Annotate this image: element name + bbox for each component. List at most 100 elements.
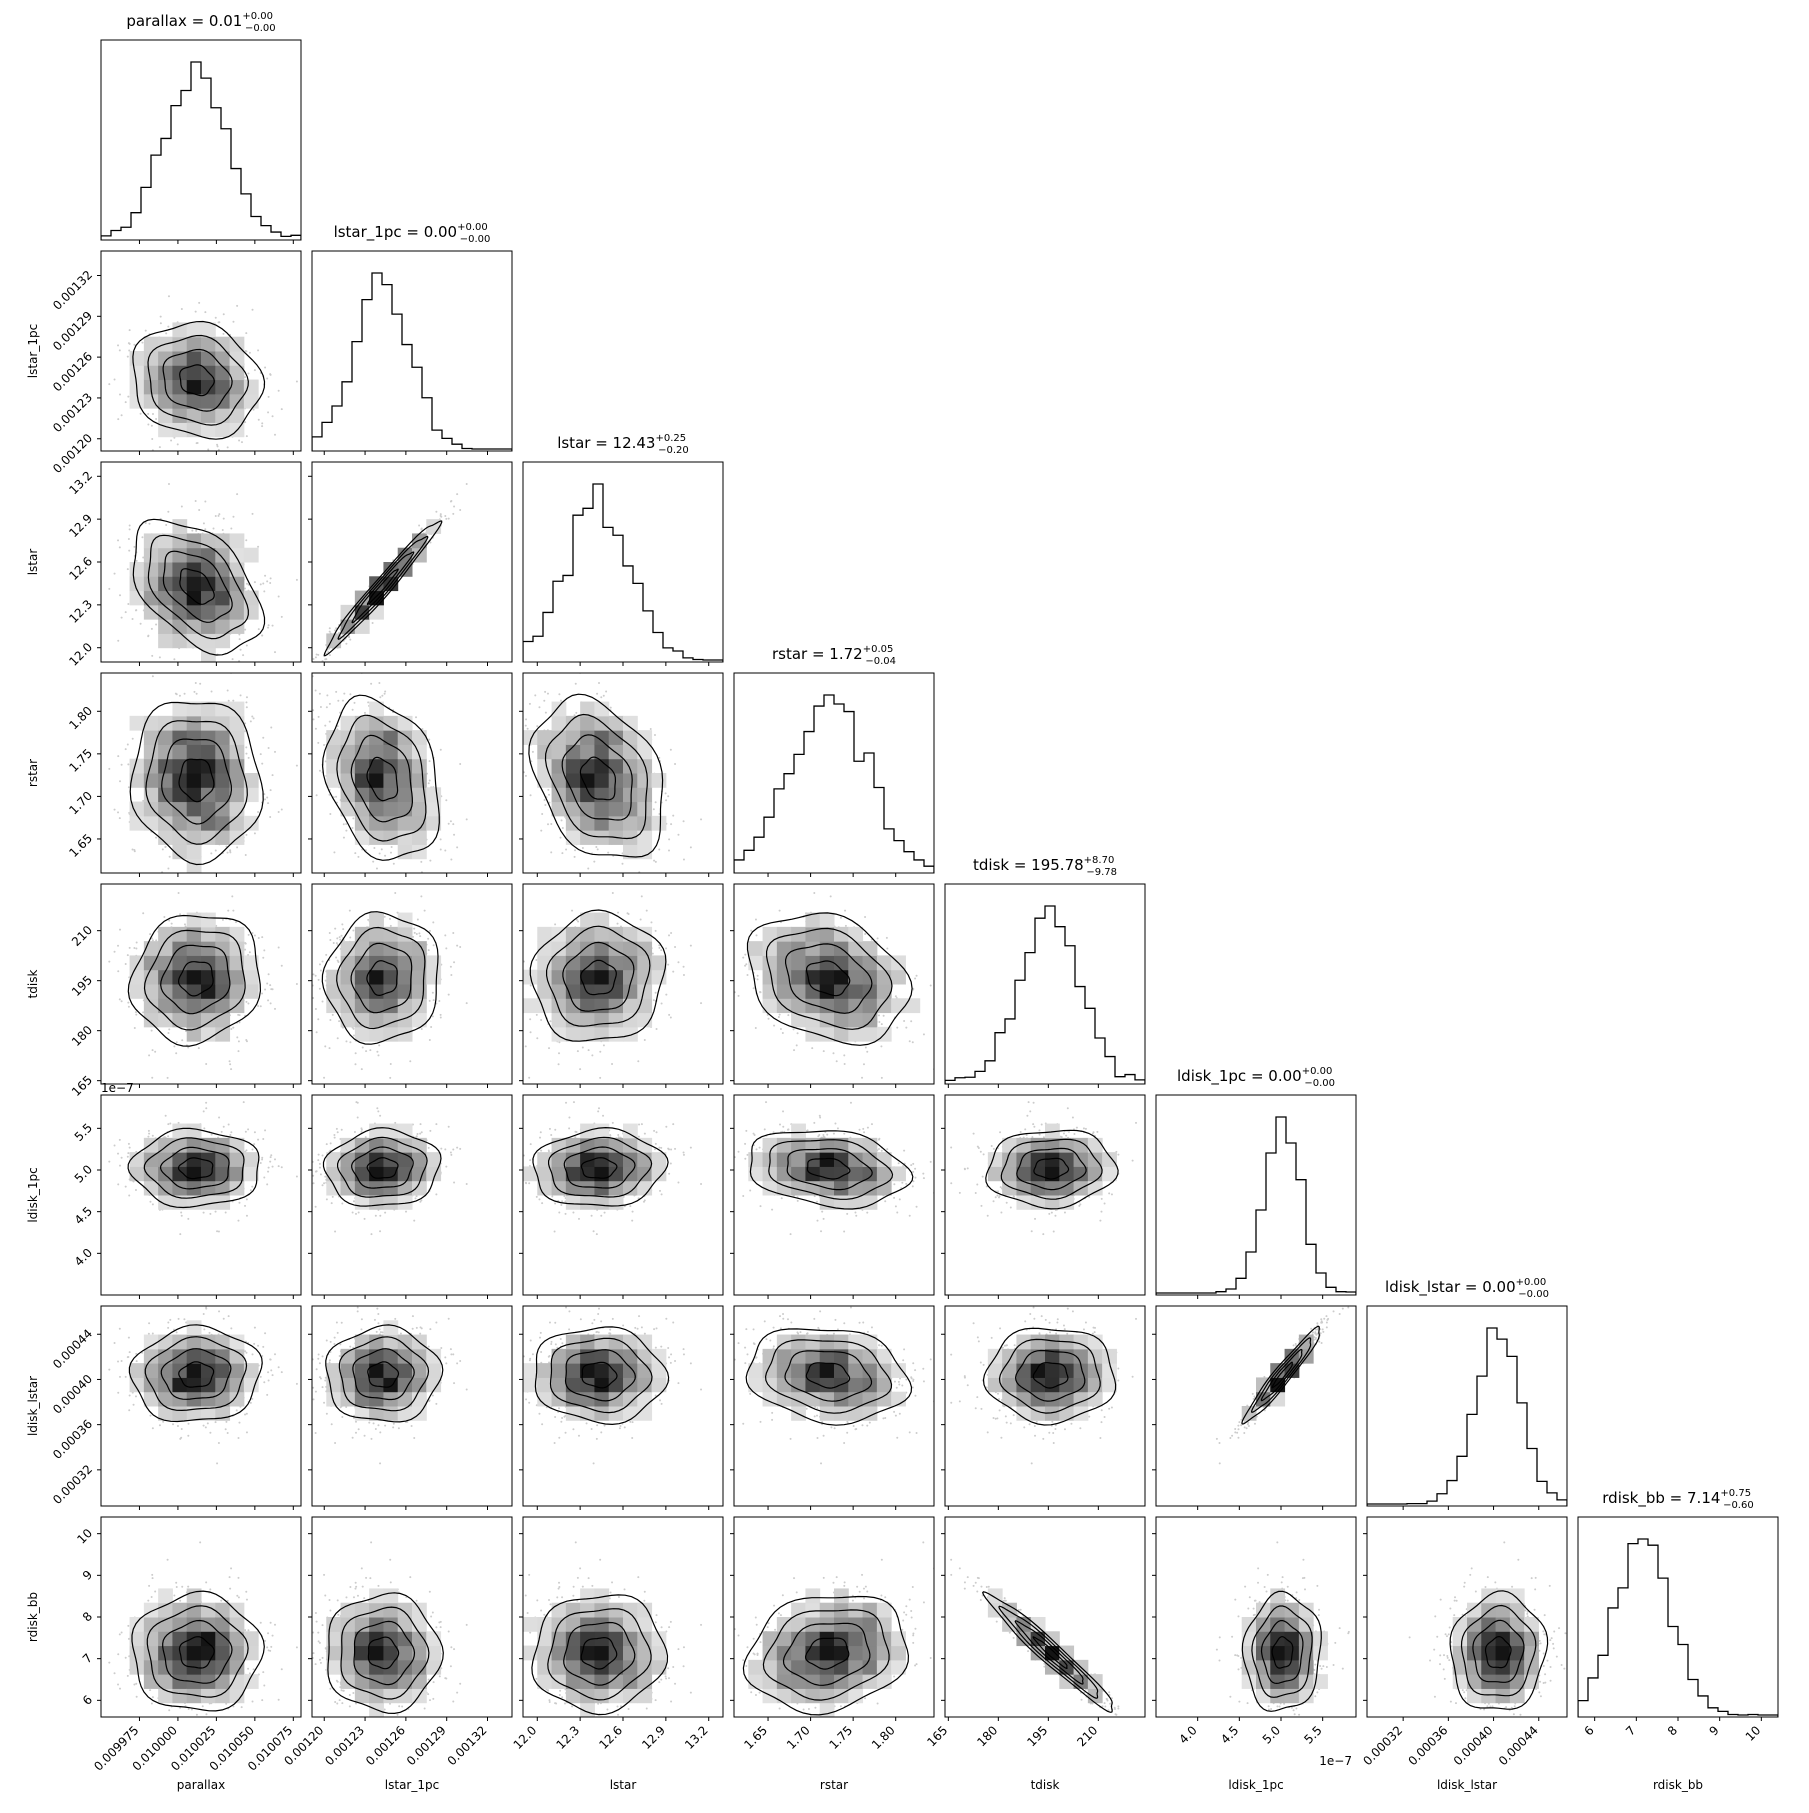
sample-point [240,694,242,696]
sample-point [262,737,264,739]
sample-point [384,693,386,695]
sample-point [141,342,143,344]
histogram-step-parallax [101,62,301,240]
sample-point [193,691,195,693]
density-cell [158,591,173,606]
sample-point [322,667,324,669]
sample-point [352,827,354,829]
sample-point [544,691,546,693]
sample-point [260,583,262,585]
sample-point [352,709,354,711]
sample-point [329,654,331,656]
sample-point [211,691,213,693]
sample-point [167,511,169,513]
sample-point [236,846,238,848]
sample-point [257,546,259,548]
sample-point [119,594,121,596]
density-cell [172,394,187,409]
sample-point [278,811,280,813]
density-cell [158,773,173,788]
sample-point [540,830,542,832]
sample-point [319,693,321,695]
sample-point [381,848,383,850]
sample-point [258,419,260,421]
density-cell [144,365,159,380]
sample-point [195,682,197,684]
sample-point [215,515,217,517]
sample-point [258,628,260,630]
density-cell [230,394,245,409]
sample-point [670,749,672,751]
sample-point [452,513,454,515]
density-cell [215,802,230,817]
sample-point [529,703,531,705]
sample-point [345,823,347,825]
sample-point [257,811,259,813]
sample-point [240,649,242,651]
sample-point [266,580,268,582]
sample-point [338,632,340,634]
sample-point [574,849,576,851]
sample-point [152,675,154,677]
sample-point [274,651,276,653]
sample-point [114,573,116,575]
sample-point [440,749,442,751]
sample-point [218,663,220,665]
sample-point [155,623,157,625]
histogram-panel-lstar_1pc: lstar_1pc = 0.00+0.00−0.00 [312,222,512,455]
sample-point [376,867,378,869]
sample-point [357,856,359,858]
density-cell [172,562,187,577]
density-cell [201,351,216,366]
sample-point [296,579,298,581]
sample-point [270,374,272,376]
sample-point [600,696,602,698]
sample-point [230,527,232,529]
density-cell [398,816,413,831]
sample-point [147,635,149,637]
sample-point [376,907,378,909]
sample-point [232,516,234,518]
sample-point [440,838,442,840]
sample-point [450,500,452,502]
sample-point [263,590,265,592]
density-cell [215,548,230,563]
sample-point [147,424,149,426]
density-cell [144,744,159,759]
sample-point [319,664,321,666]
y-tick-label: 1.65 [66,831,95,860]
sample-point [315,728,317,730]
sample-point [428,782,430,784]
sample-point [367,701,369,703]
y-tick-label: 12.9 [66,511,95,540]
sample-point [245,753,247,755]
sample-point [593,861,595,863]
sample-point [264,575,266,577]
sample-point [170,667,172,669]
sample-point [173,658,175,660]
sample-point [298,704,300,706]
sample-point [121,764,123,766]
sample-point [129,525,131,527]
density-cell [130,351,145,366]
sample-point [117,640,119,642]
sample-point [274,434,276,436]
sample-point [597,848,599,850]
density-cell [187,802,202,817]
sample-point [167,867,169,869]
density-cell [244,548,259,563]
y-tick-label: 12.0 [66,640,95,669]
sample-point [236,305,238,307]
panel-content [298,668,468,914]
sample-point [320,668,322,670]
density-cell [341,744,356,759]
sample-point [252,513,254,515]
y-tick-label: 0.00120 [50,431,95,476]
sample-point [155,837,157,839]
sample-point [306,727,308,729]
sample-point [218,321,220,323]
sample-point [177,443,179,445]
sample-point [587,867,589,869]
sample-point [348,636,350,638]
sample-point [168,295,170,297]
